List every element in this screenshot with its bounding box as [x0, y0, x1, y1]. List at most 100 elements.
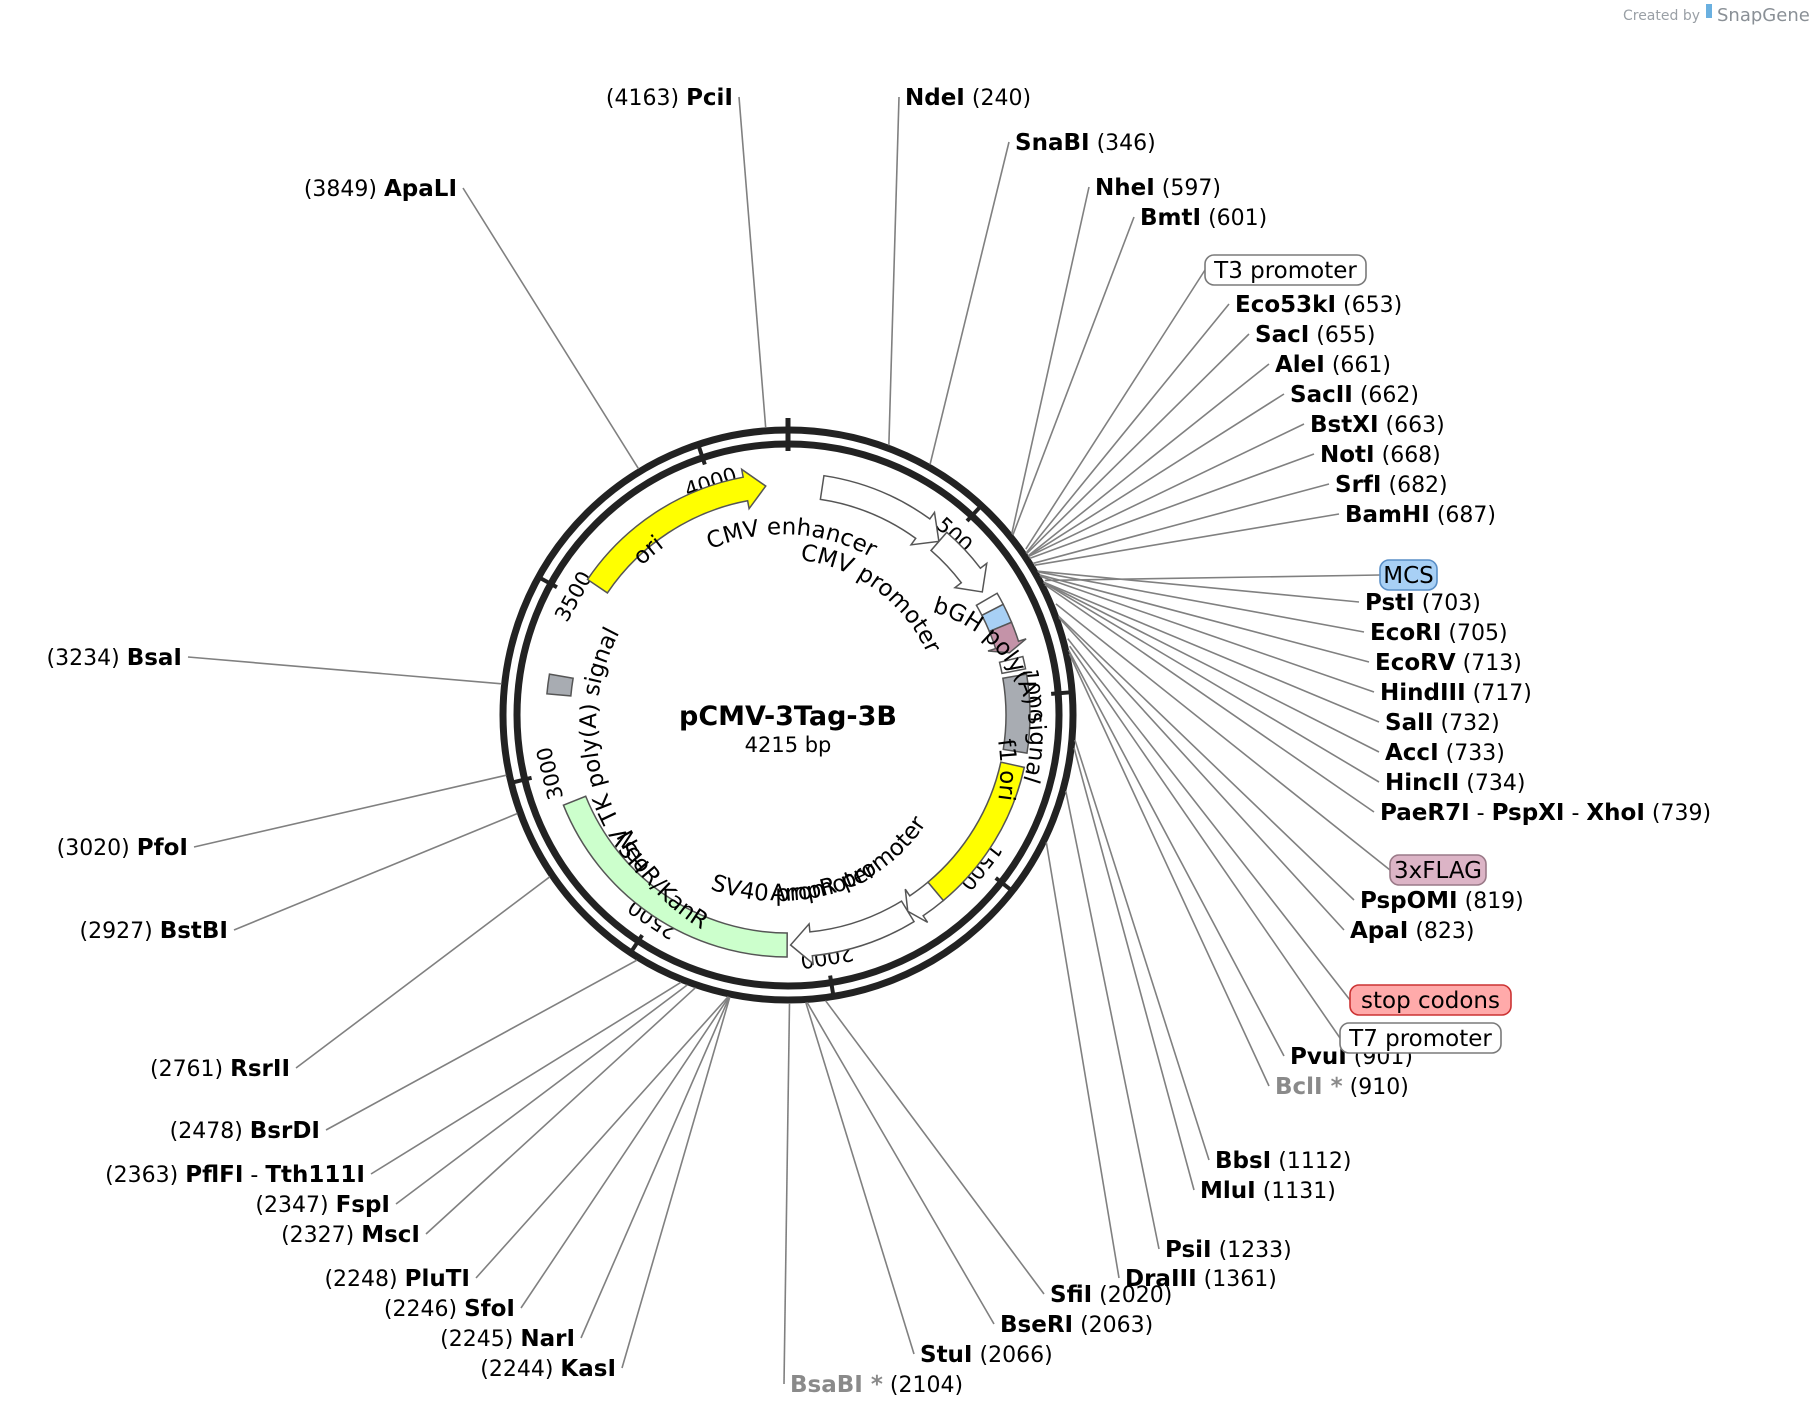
site-apali: (3849) ApaLI — [304, 176, 457, 202]
site-apai: ApaI (823) — [1350, 918, 1475, 944]
site-separator — [1408, 919, 1415, 944]
leader-line — [475, 996, 729, 1279]
site-pfoi: (3020) PfoI — [57, 835, 188, 861]
leader-line — [1039, 574, 1370, 663]
site-separator — [1441, 621, 1448, 646]
box-label-text: stop codons — [1361, 988, 1500, 1014]
site-snabi: SnaBI (346) — [1015, 130, 1156, 156]
box-label-text: MCS — [1383, 563, 1434, 589]
leader-line — [1064, 790, 1160, 1250]
site-label: BamHI (687) — [1345, 502, 1496, 528]
site-separator — [1090, 131, 1097, 156]
site-sfii: SfiI (2020) — [1050, 1282, 1172, 1308]
site-separator — [1073, 1313, 1080, 1338]
site-separator: - — [1564, 801, 1586, 826]
site-enzyme-name: PaeR7I — [1380, 800, 1470, 826]
site-enzyme-name: NotI — [1320, 442, 1375, 468]
site-label: PspOMI (819) — [1360, 888, 1524, 914]
site-separator — [1092, 1283, 1099, 1308]
leader-line — [805, 1002, 915, 1355]
site-position: (2063) — [1080, 1313, 1153, 1338]
leader-line — [1045, 842, 1120, 1279]
site-separator — [1271, 1149, 1278, 1174]
site-enzyme-name: EcoRI — [1370, 620, 1441, 646]
site-enzyme-name: Tth111I — [265, 1162, 365, 1188]
site-position: (662) — [1360, 383, 1419, 408]
feature-cmv-enhancer — [819, 474, 940, 546]
site-position: (682) — [1388, 473, 1447, 498]
site-label: SalI (732) — [1385, 710, 1500, 736]
site-position: (661) — [1332, 353, 1391, 378]
leader-line — [1033, 513, 1340, 567]
site-enzyme-name: SacI — [1255, 322, 1309, 348]
site-position: (2104) — [890, 1373, 963, 1398]
site-acci: AccI (733) — [1385, 740, 1505, 766]
site-fspi: (2347) FspI — [255, 1192, 390, 1218]
site-separator — [1645, 801, 1652, 826]
site-saci: SacI (655) — [1255, 322, 1375, 348]
site-separator — [1439, 741, 1446, 766]
leader-line — [1067, 649, 1285, 1057]
site-enzyme-name: Eco53kI — [1235, 292, 1336, 318]
site-sfoi: (2246) SfoI — [384, 1296, 515, 1322]
site-label: NdeI (240) — [905, 85, 1031, 111]
site-sali: SalI (732) — [1385, 710, 1500, 736]
site-label: (2248) PluTI — [324, 1266, 470, 1292]
site-position: (1112) — [1278, 1149, 1351, 1174]
site-alei: AleI (661) — [1275, 352, 1391, 378]
feature-3xflag — [987, 621, 1027, 654]
leader-line — [580, 996, 731, 1339]
site-enzyme-name: ApaLI — [384, 176, 457, 202]
box-label-text: 3xFLAG — [1394, 858, 1482, 884]
site-separator — [354, 1223, 361, 1248]
site-position: (2327) — [281, 1223, 354, 1248]
site-label: SacII (662) — [1290, 382, 1419, 408]
site-enzyme-name: BmtI — [1140, 205, 1201, 231]
site-position: (653) — [1343, 293, 1402, 318]
site-enzyme-name: BstXI — [1310, 412, 1379, 438]
leader-line — [621, 996, 731, 1369]
site-label: (2347) FspI — [255, 1192, 390, 1218]
restriction-site-labels: NdeI (240)SnaBI (346)NheI (597)BmtI (601… — [47, 85, 1712, 1398]
tick-mark — [994, 876, 1014, 893]
feature-ampr-promoter — [904, 881, 945, 924]
site-position: (4163) — [606, 86, 679, 111]
site-separator — [1343, 1075, 1350, 1100]
site-rsrii: (2761) RsrII — [150, 1056, 290, 1082]
leader-line — [1043, 581, 1380, 753]
site-enzyme-name: MscI — [361, 1222, 420, 1248]
plasmid-size: 4215 bp — [745, 733, 832, 757]
tick-mark — [510, 775, 533, 785]
site-enzyme-name: BbsI — [1215, 1148, 1271, 1174]
site-label: (3234) BsaI — [47, 645, 182, 671]
site-position: (1361) — [1204, 1267, 1277, 1292]
site-enzyme-name: MluI — [1200, 1178, 1256, 1204]
site-enzyme-name: SnaBI — [1015, 130, 1090, 156]
site-pcii: (4163) PciI — [606, 85, 733, 111]
site-label: SnaBI (346) — [1015, 130, 1156, 156]
leader-line — [1029, 453, 1315, 560]
site-enzyme-name: ApaI — [1350, 918, 1408, 944]
site-enzyme-name: FspI — [336, 1192, 390, 1218]
leader-line — [370, 981, 682, 1175]
site-label: HindIII (717) — [1380, 680, 1532, 706]
site-separator — [223, 1057, 230, 1082]
site-separator — [1201, 206, 1208, 231]
site-enzyme-name: PluTI — [405, 1266, 470, 1292]
tick-mark — [537, 575, 558, 590]
site-enzyme-name: SrfI — [1335, 472, 1381, 498]
site-label: AccI (733) — [1385, 740, 1505, 766]
box-label-mcs: MCS — [1379, 559, 1438, 591]
site-label: StuI (2066) — [920, 1342, 1053, 1368]
leader-line — [187, 656, 502, 685]
site-enzyme-name: BsrDI — [250, 1118, 320, 1144]
feature-bgh-poly-a-signal — [1002, 673, 1031, 755]
site-enzyme-name: HindIII — [1380, 680, 1466, 706]
site-ecorv: EcoRV (713) — [1375, 650, 1522, 676]
site-enzyme-name: BsaI — [127, 645, 182, 671]
site-paer7i-pspxi-xhoi: PaeR7I - PspXI - XhoI (739) — [1380, 800, 1711, 826]
leader-line — [1025, 303, 1230, 554]
site-label: SrfI (682) — [1335, 472, 1448, 498]
site-position: (601) — [1208, 206, 1267, 231]
